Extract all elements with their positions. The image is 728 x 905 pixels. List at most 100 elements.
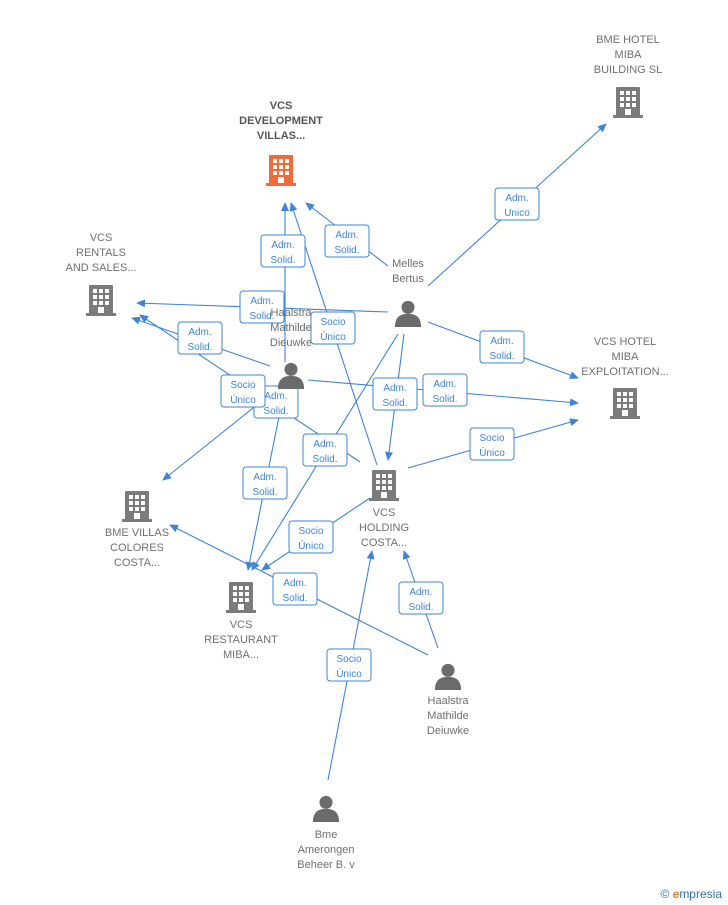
edge-label-text: Solid. <box>270 255 295 266</box>
building-icon <box>613 87 643 118</box>
edge-label-text: Solid. <box>263 406 288 417</box>
node-label: MIBA <box>612 351 640 363</box>
node-vcs-holding[interactable]: VCSHOLDINGCOSTA... <box>359 470 409 549</box>
person-icon <box>434 663 462 690</box>
node-label: VCS <box>230 619 253 631</box>
edge-label-box[interactable]: Adm. Solid. <box>272 572 318 606</box>
edge-label-text: Único <box>336 667 362 680</box>
edge-label-text: Adm. <box>250 296 273 307</box>
edge-label-text: Adm. <box>253 472 276 483</box>
edge-label-box[interactable]: Adm. Solid. <box>260 234 306 268</box>
edge-label-text: Socio <box>230 380 255 391</box>
node-label: COSTA... <box>114 557 160 569</box>
edge-label-text: Socio <box>298 526 323 537</box>
edge-label-text: Adm. <box>271 240 294 251</box>
node-label: Melles <box>392 258 424 270</box>
edge-label-frame <box>272 572 318 606</box>
edge-label-frame <box>398 581 444 615</box>
brand-initial: e <box>672 887 680 901</box>
edge-label-text: Solid. <box>249 311 274 322</box>
edge-label-frame <box>479 330 525 364</box>
edge-label-text: Adm. <box>283 578 306 589</box>
edge-label-text: Adm. <box>264 391 287 402</box>
edge-label-frame <box>324 224 370 258</box>
edge-label-box[interactable]: Adm. Solid. <box>239 290 285 324</box>
edge-label-frame <box>260 234 306 268</box>
edge-label-text: Solid. <box>408 602 433 613</box>
node-label: VCS <box>90 232 113 244</box>
node-vcs-hotel-exploitation[interactable]: VCS HOTELMIBAEXPLOITATION... <box>581 336 669 419</box>
edge-labels-layer: Adm.UnicoAdm.Solid.Adm.Solid.Adm.Solid.A… <box>177 187 540 682</box>
edge-label-box[interactable]: Adm.Solid. <box>372 377 418 411</box>
edge-label-frame <box>242 466 288 500</box>
person-icon <box>277 362 305 389</box>
nodes-layer: VCS DEVELOPMENT VILLAS... BME HOTEL MIBA BUIL… <box>66 34 669 871</box>
node-label: BUILDING SL <box>594 64 662 76</box>
edge-label-box[interactable]: Adm.Solid. <box>479 330 525 364</box>
node-bme-villas[interactable]: BME VILLASCOLORESCOSTA... <box>105 491 169 569</box>
edge-label-text: Adm. <box>188 327 211 338</box>
node-label: Beheer B. v <box>297 859 355 871</box>
edge-label-text: Adm. <box>505 193 528 204</box>
building-icon <box>369 470 399 501</box>
edge-label-text: Solid. <box>489 351 514 362</box>
edge-label-frame <box>422 373 468 407</box>
edge-label-text: Adm. <box>433 379 456 390</box>
node-label: Bme <box>315 829 338 841</box>
edge-label-text: Adm. <box>313 439 336 450</box>
node-label: MIBA... <box>223 649 259 661</box>
edge-label-text: Solid. <box>334 245 359 256</box>
node-label: COLORES <box>110 542 164 554</box>
edge-label-box[interactable]: Adm.Solid. <box>242 466 288 500</box>
node-bme-hotel-building[interactable]: BME HOTEL MIBA BUILDING SL <box>594 34 662 118</box>
node-label: MIBA <box>615 49 643 61</box>
edge-label-frame <box>177 321 223 355</box>
edge-label-text: Único <box>298 539 324 552</box>
edge-label-box[interactable]: Adm. Solid. <box>324 224 370 258</box>
edge-label-text: Solid. <box>312 454 337 465</box>
node-label: RENTALS <box>76 247 126 259</box>
edge-label-text: Solid. <box>282 593 307 604</box>
edge-label-text: Socio <box>320 317 345 328</box>
edge-label-text: Único <box>479 446 505 459</box>
edge-label-box[interactable]: Adm. Solid. <box>302 433 348 467</box>
node-label: DEVELOPMENT <box>239 115 323 127</box>
edge-label-text: Solid. <box>187 342 212 353</box>
edge-label-box[interactable]: Adm. Solid. <box>398 581 444 615</box>
edge-label-box[interactable]: Adm.Unico <box>494 187 540 221</box>
node-label: RESTAURANT <box>204 634 278 646</box>
edge-label-frame <box>302 433 348 467</box>
edge-label-box[interactable]: Adm. Solid. <box>177 321 223 355</box>
edge-label-text: Solid. <box>432 394 457 405</box>
node-label: Dieuwke <box>270 337 312 349</box>
edge-label-box[interactable]: Adm. Solid. <box>422 373 468 407</box>
brand-name: mpresia <box>679 887 722 901</box>
building-icon <box>226 582 256 613</box>
person-icon <box>394 300 422 327</box>
node-label: COSTA... <box>361 537 407 549</box>
node-label: BME HOTEL <box>596 34 660 46</box>
edge-label-text: Adm. <box>335 230 358 241</box>
edge-label-text: Único <box>230 393 256 406</box>
node-label: VILLAS... <box>257 130 305 142</box>
building-icon <box>610 388 640 419</box>
edge-label-text: Adm. <box>409 587 432 598</box>
empresia-watermark[interactable]: © empresia <box>660 887 722 901</box>
building-icon <box>122 491 152 522</box>
node-label: HOLDING <box>359 522 409 534</box>
edge-label-frame <box>310 311 356 345</box>
node-vcs-restaurant[interactable]: VCS RESTAURANT MIBA... <box>204 582 278 661</box>
person-icon <box>312 795 340 822</box>
node-vcs-development[interactable]: VCSDEVELOPMENTVILLAS... <box>239 100 323 186</box>
